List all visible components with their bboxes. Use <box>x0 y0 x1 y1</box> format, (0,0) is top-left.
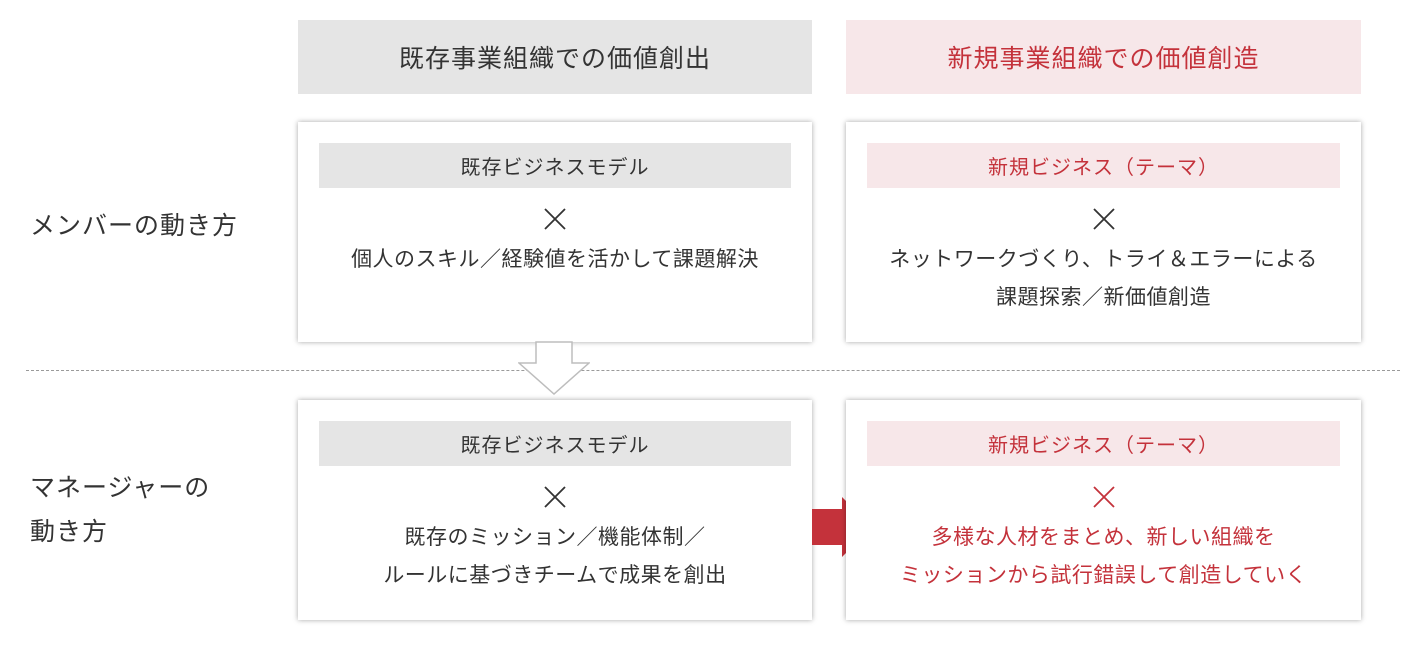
cross-icon <box>544 486 566 508</box>
row-label-member-text: メンバーの動き方 <box>30 211 239 240</box>
row-label-manager-line1: マネージャーの <box>30 473 211 502</box>
card-description-line: 既存のミッション／機能体制／ <box>404 525 706 549</box>
row-label-member: メンバーの動き方 <box>30 204 238 248</box>
card-manager-existing: 既存ビジネスモデル 既存のミッション／機能体制／ ルールに基づきチームで成果を創… <box>298 400 812 620</box>
card-model-label: 既存ビジネスモデル <box>319 143 791 188</box>
cross-icon <box>1092 486 1115 508</box>
card-member-existing: 既存ビジネスモデル 個人のスキル／経験値を活かして課題解決 <box>298 122 812 342</box>
section-divider <box>26 370 1400 371</box>
header-new-label: 新規事業組織での価値創造 <box>947 44 1260 73</box>
card-description: 既存のミッション／機能体制／ ルールに基づきチームで成果を創出 <box>298 518 812 594</box>
card-model-label: 新規ビジネス（テーマ） <box>867 143 1340 188</box>
card-description: ネットワークづくり、トライ＆エラーによる 課題探索／新価値創造 <box>846 240 1361 316</box>
card-model-label: 既存ビジネスモデル <box>319 421 791 466</box>
card-description: 多様な人材をまとめ、新しい組織を ミッションから試行錯誤して創造していく <box>846 518 1361 594</box>
card-manager-new: 新規ビジネス（テーマ） 多様な人材をまとめ、新しい組織を ミッションから試行錯誤… <box>846 400 1361 620</box>
header-new-business: 新規事業組織での価値創造 <box>846 20 1361 94</box>
card-description-line: ルールに基づきチームで成果を創出 <box>383 563 727 587</box>
cross-icon <box>544 208 566 230</box>
card-member-new: 新規ビジネス（テーマ） ネットワークづくり、トライ＆エラーによる 課題探索／新価… <box>846 122 1361 342</box>
row-label-manager-line2: 動き方 <box>30 517 109 546</box>
card-description-line: 多様な人材をまとめ、新しい組織を <box>931 525 1276 549</box>
card-description-line: ミッションから試行錯誤して創造していく <box>899 563 1308 587</box>
header-existing-label: 既存事業組織での価値創出 <box>398 44 711 73</box>
card-description-line: 課題探索／新価値創造 <box>996 285 1211 309</box>
row-label-manager: マネージャーの 動き方 <box>30 466 210 554</box>
card-description-line: ネットワークづくり、トライ＆エラーによる <box>889 247 1318 271</box>
down-arrow-icon <box>518 341 590 395</box>
header-existing-business: 既存事業組織での価値創出 <box>298 20 812 94</box>
cross-icon <box>1092 208 1115 230</box>
card-description-line: 個人のスキル／経験値を活かして課題解決 <box>351 247 759 271</box>
card-description: 個人のスキル／経験値を活かして課題解決 <box>298 240 812 278</box>
card-model-label: 新規ビジネス（テーマ） <box>867 421 1340 466</box>
